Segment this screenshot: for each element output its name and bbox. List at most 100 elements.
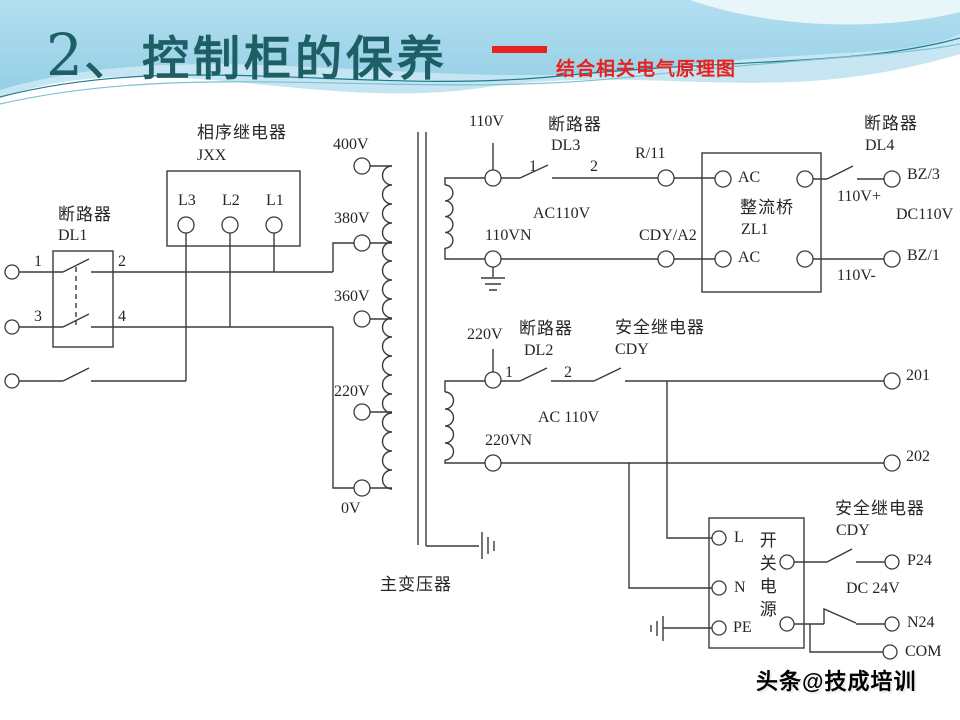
label-tap-380: 380V bbox=[334, 210, 370, 227]
zl1-out-top bbox=[796, 170, 814, 188]
terminal-l1 bbox=[265, 216, 283, 234]
label-l3: L3 bbox=[178, 192, 196, 209]
label-dl2-code: DL2 bbox=[524, 342, 554, 359]
sec110-winding bbox=[444, 184, 454, 249]
watermark: 头条@技成培训 bbox=[756, 669, 917, 694]
wire-phase1 bbox=[19, 242, 354, 273]
page-title: 控制柜的保养 bbox=[142, 34, 448, 86]
pe-ground bbox=[650, 616, 712, 641]
core-ground bbox=[481, 532, 495, 559]
header-bottom-wave bbox=[0, 54, 960, 116]
label-tap-360: 360V bbox=[334, 288, 370, 305]
title-dash bbox=[492, 46, 547, 53]
subtitle: 结合相关电气原理图 bbox=[556, 59, 737, 80]
label-110v-minus: 110V- bbox=[837, 267, 876, 284]
psu-pe bbox=[711, 620, 727, 636]
sec220-winding bbox=[444, 391, 455, 461]
label-zl1-code: ZL1 bbox=[741, 221, 769, 238]
label-psu-n: N bbox=[734, 579, 746, 596]
label-main-transformer: 主变压器 bbox=[380, 575, 452, 594]
label-110vn: 110VN bbox=[485, 227, 532, 244]
tap-360v bbox=[353, 310, 371, 328]
psu-l bbox=[711, 530, 727, 546]
terminal-110vn bbox=[484, 250, 502, 268]
label-220v: 220V bbox=[467, 326, 503, 343]
label-dl3-t2: 2 bbox=[590, 158, 598, 175]
terminal-com bbox=[882, 644, 898, 660]
label-ac110v: AC110V bbox=[533, 205, 591, 222]
wire-phase2 bbox=[19, 313, 354, 489]
wire-p24 bbox=[794, 548, 885, 563]
zl1-ac-top bbox=[714, 170, 732, 188]
label-cdy2-code: CDY bbox=[836, 522, 870, 539]
zl1-out-bottom bbox=[796, 250, 814, 268]
label-dl2-t2: 2 bbox=[564, 364, 572, 381]
wire-110v-top bbox=[501, 164, 715, 179]
terminals bbox=[4, 157, 901, 660]
label-dl1-name: 断路器 bbox=[58, 205, 112, 224]
tap-0v bbox=[353, 479, 371, 497]
terminal-201 bbox=[883, 372, 901, 390]
label-tap-220: 220V bbox=[334, 383, 370, 400]
terminal bbox=[4, 319, 20, 335]
label-ac-110v: AC 110V bbox=[538, 409, 600, 426]
label-zl1-ac-top: AC bbox=[738, 169, 761, 186]
label-phase-relay-code: JXX bbox=[197, 147, 227, 164]
tap-380v bbox=[353, 234, 371, 252]
psu-out-top bbox=[779, 554, 795, 570]
terminal-p24 bbox=[884, 554, 900, 570]
jxx-box bbox=[166, 170, 301, 247]
terminal bbox=[4, 264, 20, 280]
wire-drop-to-L bbox=[666, 381, 712, 539]
label-l1: L1 bbox=[266, 192, 284, 209]
label-cdy1-code: CDY bbox=[615, 341, 649, 358]
terminal-n24 bbox=[884, 616, 900, 632]
terminal-220v bbox=[484, 371, 502, 389]
label-dl4-code: DL4 bbox=[865, 137, 895, 154]
label-dl1-t2: 2 bbox=[118, 253, 126, 270]
wire-com bbox=[809, 624, 883, 653]
label-com: COM bbox=[905, 643, 942, 660]
label-l2: L2 bbox=[222, 192, 240, 209]
ground-110vn bbox=[481, 267, 505, 291]
label-dl3-code: DL3 bbox=[551, 137, 581, 154]
terminal-r11 bbox=[657, 169, 675, 187]
label-dc-24v: DC 24V bbox=[846, 580, 900, 597]
primary-winding bbox=[381, 165, 393, 490]
label-cdy-a2: CDY/A2 bbox=[639, 227, 697, 244]
zl1-ac-bottom bbox=[714, 250, 732, 268]
wire-dl4 bbox=[813, 165, 884, 180]
sec110-connects bbox=[444, 177, 485, 260]
terminal-cdy-a2 bbox=[657, 250, 675, 268]
header-curve-line-2 bbox=[0, 43, 960, 105]
transformer-core bbox=[417, 132, 479, 547]
terminal-bz1 bbox=[883, 250, 901, 268]
label-tap-400: 400V bbox=[333, 136, 369, 153]
wire-phase3 bbox=[19, 233, 187, 382]
label-zl1-name: 整流桥 bbox=[740, 198, 794, 217]
zl1-box bbox=[701, 152, 822, 293]
tap-stubs bbox=[370, 165, 392, 489]
label-dl3-name: 断路器 bbox=[548, 115, 602, 134]
psu-n bbox=[711, 580, 727, 596]
label-110v-plus: 110V+ bbox=[837, 188, 881, 205]
label-p24: P24 bbox=[907, 552, 932, 569]
label-zl1-ac-bottom: AC bbox=[738, 249, 761, 266]
label-n24: N24 bbox=[907, 614, 935, 631]
wire-n24 bbox=[794, 607, 885, 625]
label-tap-0: 0V bbox=[341, 500, 361, 517]
dl1-box bbox=[52, 250, 114, 348]
label-dl4-name: 断路器 bbox=[864, 114, 918, 133]
label-cdy1-name: 安全继电器 bbox=[615, 318, 705, 337]
terminal-l3 bbox=[177, 216, 195, 234]
label-dc110v: DC110V bbox=[896, 206, 954, 223]
tap-220v bbox=[353, 403, 371, 421]
header-top-wave bbox=[690, 0, 960, 25]
wire-drop-to-N bbox=[628, 463, 712, 589]
label-201: 201 bbox=[906, 367, 930, 384]
psu-out-bottom bbox=[779, 616, 795, 632]
label-202: 202 bbox=[906, 448, 930, 465]
tap-400v bbox=[353, 157, 371, 175]
